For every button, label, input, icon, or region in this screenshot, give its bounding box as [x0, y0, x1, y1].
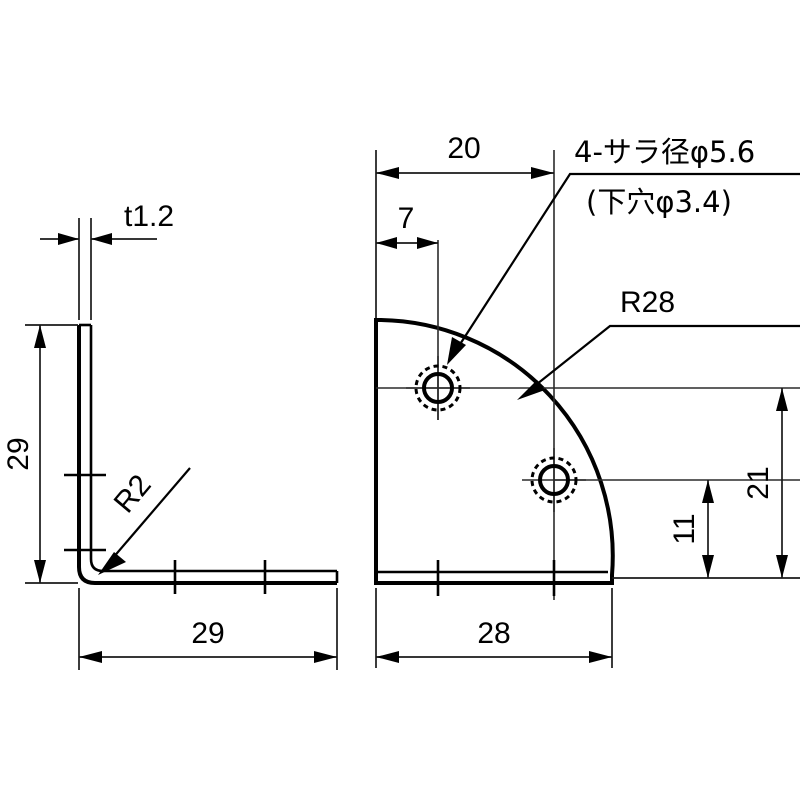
plate-outline: [374, 317, 615, 585]
countersink-leader-line: [454, 172, 800, 353]
leg-length-arrow-left: [79, 651, 102, 663]
corner-radius-leader-line: [526, 324, 800, 393]
hole-2-through-circle: [538, 464, 570, 496]
callout-label-pilot-hole: (下穴φ3.4): [586, 185, 732, 219]
fillet-leader-line: [105, 467, 191, 567]
dimension-plate-width: 28: [375, 588, 613, 668]
dimension-label-hole-row-offset: 20: [447, 132, 480, 165]
hole-1-through-circle: [422, 372, 454, 404]
dimension-hole-row-offset: 20: [375, 132, 554, 318]
fillet-leader-arrow: [98, 552, 126, 575]
offset7-arrow-left: [376, 237, 397, 249]
width28-arrow-left: [376, 651, 399, 663]
callout-label-countersink: 4-サラ径φ5.6: [574, 135, 755, 169]
height21-arrow-bottom: [776, 555, 788, 578]
hole-2-countersink-circle: [530, 456, 578, 504]
countersink-leader-arrow: [447, 337, 466, 365]
dimension-hole-height-high: 21: [612, 388, 800, 579]
dimension-thickness: t1.2: [40, 200, 174, 320]
height11-arrow-bottom: [702, 555, 714, 578]
callout-countersink: 4-サラ径φ5.6 (下穴φ3.4): [447, 135, 800, 365]
offset20-arrow-left: [376, 167, 399, 179]
countersunk-hole-2: [530, 456, 578, 504]
thickness-arrow-left: [58, 233, 79, 245]
offset7-arrow-right: [417, 237, 438, 249]
dimension-label-hole-edge-offset: 7: [398, 202, 415, 235]
dimension-leg-length: 29: [78, 588, 338, 670]
dimension-label-hole-height-low: 11: [668, 513, 701, 544]
face-view: 20 7 28 11: [374, 132, 800, 668]
dimension-corner-radius: R28: [517, 286, 800, 400]
dimension-label-corner-radius: R28: [620, 286, 675, 319]
leg-length-arrow-right: [314, 651, 337, 663]
dimension-hole-height-low: 11: [668, 480, 714, 578]
countersunk-hole-1: [414, 364, 462, 412]
height21-arrow-top: [776, 388, 788, 411]
angle-outer-profile: [77, 325, 337, 585]
dimension-label-leg-height: 29: [2, 437, 35, 470]
dimension-label-leg-length: 29: [191, 617, 224, 650]
dimension-label-hole-height-high: 21: [742, 466, 775, 499]
side-elevation-view: t1.2 29 29: [2, 200, 339, 670]
hole-1-countersink-circle: [414, 364, 462, 412]
thickness-arrow-right: [91, 233, 112, 245]
dimension-label-thickness: t1.2: [124, 200, 174, 233]
leg-height-arrow-bottom: [34, 560, 46, 583]
height11-arrow-top: [702, 480, 714, 503]
corner-radius-leader-arrow: [517, 380, 545, 400]
width28-arrow-right: [589, 651, 612, 663]
dimension-hole-edge-offset: 7: [376, 202, 438, 249]
dimension-label-plate-width: 28: [477, 617, 510, 650]
dimension-label-fillet-radius: R2: [108, 469, 158, 520]
angle-inner-profile: [89, 325, 337, 573]
leg-height-arrow-top: [34, 325, 46, 348]
offset20-arrow-right: [531, 167, 554, 179]
dimension-fillet-radius: R2: [98, 467, 191, 575]
dimension-leg-height: 29: [2, 324, 78, 584]
